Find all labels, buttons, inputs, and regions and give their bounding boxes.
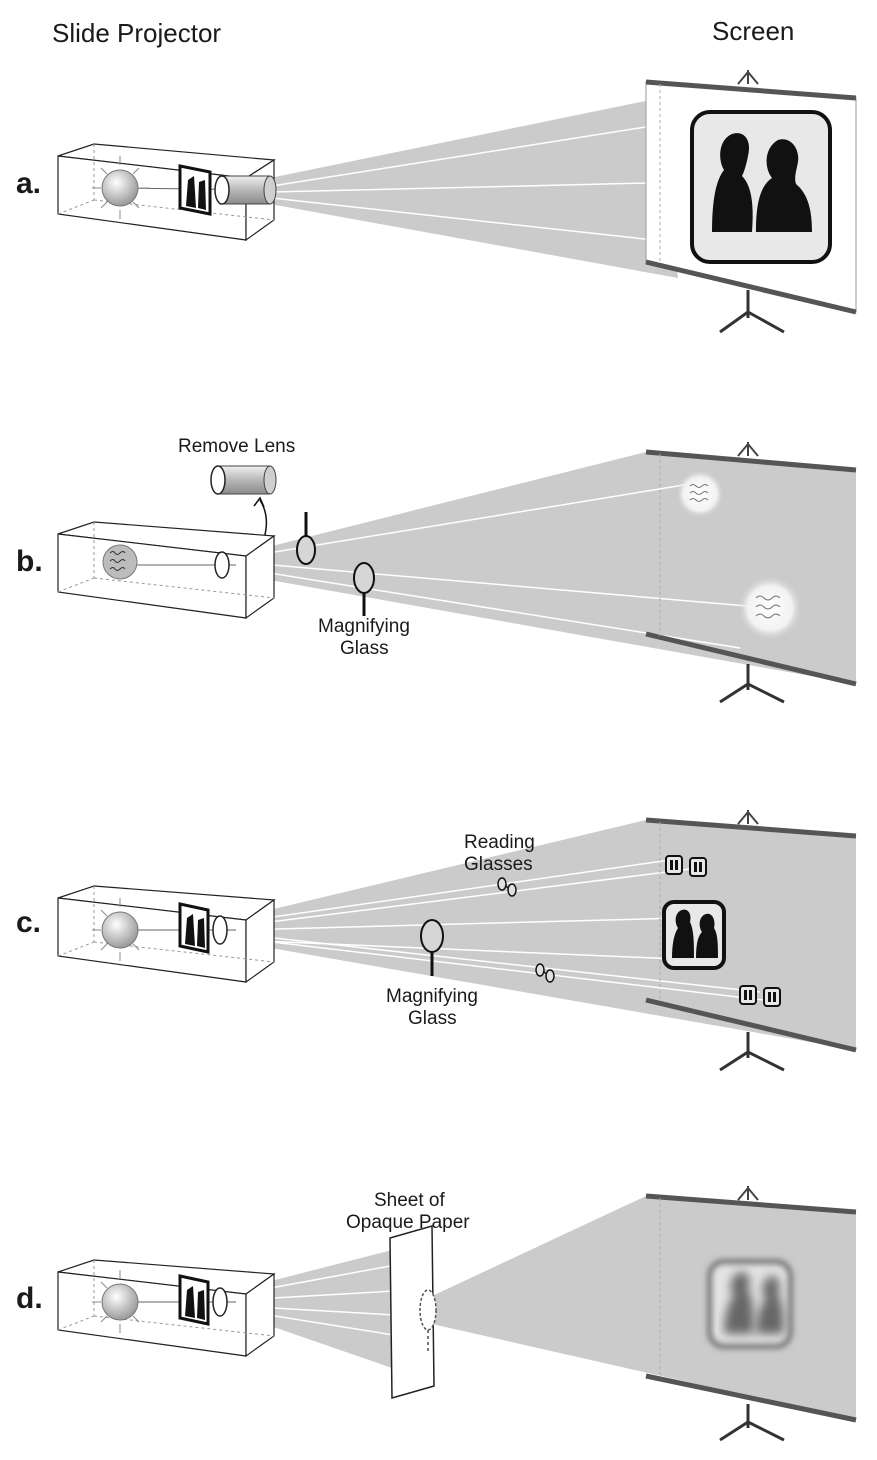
panel-d: d. xyxy=(16,1186,857,1442)
magnifying-glass-label: Magnifying xyxy=(318,616,410,637)
bulb-rays xyxy=(92,156,149,219)
lens-opening xyxy=(212,915,228,945)
beam-rays xyxy=(237,859,781,1003)
lens-opening xyxy=(212,1287,228,1317)
lens-opening xyxy=(214,551,230,579)
beam-ray xyxy=(271,197,691,245)
slide xyxy=(178,164,212,216)
projected-image xyxy=(662,900,726,970)
beam-ray xyxy=(271,181,691,193)
small-image xyxy=(739,985,757,1005)
reading-glasses-label: Reading xyxy=(464,832,535,853)
light-beam xyxy=(236,452,856,684)
removed-lens xyxy=(210,465,277,495)
bulb-rays xyxy=(92,898,140,961)
panel-b-label: b. xyxy=(16,545,43,578)
magnifying-glass-label: Glass xyxy=(340,638,389,659)
light-beam xyxy=(432,1196,856,1420)
opaque-paper-label: Sheet of xyxy=(374,1190,445,1211)
screen-title: Screen xyxy=(712,16,794,46)
slide xyxy=(178,902,210,954)
magnifying-glass-label: Magnifying xyxy=(386,986,478,1007)
magnifying-glass xyxy=(296,512,316,565)
panel-a-label: a. xyxy=(16,167,41,200)
small-image xyxy=(665,855,683,875)
bulb xyxy=(101,911,139,949)
filament-image xyxy=(738,576,802,640)
bulb-rays xyxy=(92,1270,140,1333)
opaque-paper-label: Opaque Paper xyxy=(346,1212,470,1233)
slide-projector xyxy=(57,143,277,242)
light-beam xyxy=(270,98,678,278)
light-beam xyxy=(236,820,856,1050)
filament-image xyxy=(676,470,724,518)
beam-ray xyxy=(237,561,771,609)
lens xyxy=(214,175,277,205)
panel-c-label: c. xyxy=(16,906,41,939)
magnifying-glass xyxy=(353,562,375,616)
panel-b: b. xyxy=(16,436,857,704)
light-beam xyxy=(236,1250,392,1368)
slide-projector xyxy=(57,885,276,984)
slide-projector xyxy=(57,521,276,620)
bulb xyxy=(102,544,138,580)
screen xyxy=(645,442,857,704)
opaque-paper xyxy=(389,1225,437,1399)
slide xyxy=(178,1274,210,1326)
blurry-projected-image xyxy=(707,1259,793,1349)
panel-d-label: d. xyxy=(16,1282,43,1315)
slide-projector xyxy=(57,1259,276,1358)
panel-a: a. xyxy=(16,70,857,334)
panel-c: c. xyxy=(16,810,857,1072)
reading-glasses-icon xyxy=(497,877,517,897)
remove-lens-label: Remove Lens xyxy=(178,436,295,457)
bulb xyxy=(101,1283,139,1321)
small-image xyxy=(689,857,707,877)
reading-glasses-icon xyxy=(535,963,555,983)
beam-ray xyxy=(271,119,691,187)
magnifying-glass-label: Glass xyxy=(408,1008,457,1029)
magnifying-glass xyxy=(420,919,444,976)
bulb xyxy=(101,169,139,207)
pinhole xyxy=(419,1289,437,1331)
projected-image xyxy=(690,110,832,264)
screen xyxy=(645,810,857,1072)
reading-glasses-label: Glasses xyxy=(464,854,533,875)
small-image xyxy=(763,987,781,1007)
screen xyxy=(645,1186,857,1442)
projector-title: Slide Projector xyxy=(52,18,221,48)
